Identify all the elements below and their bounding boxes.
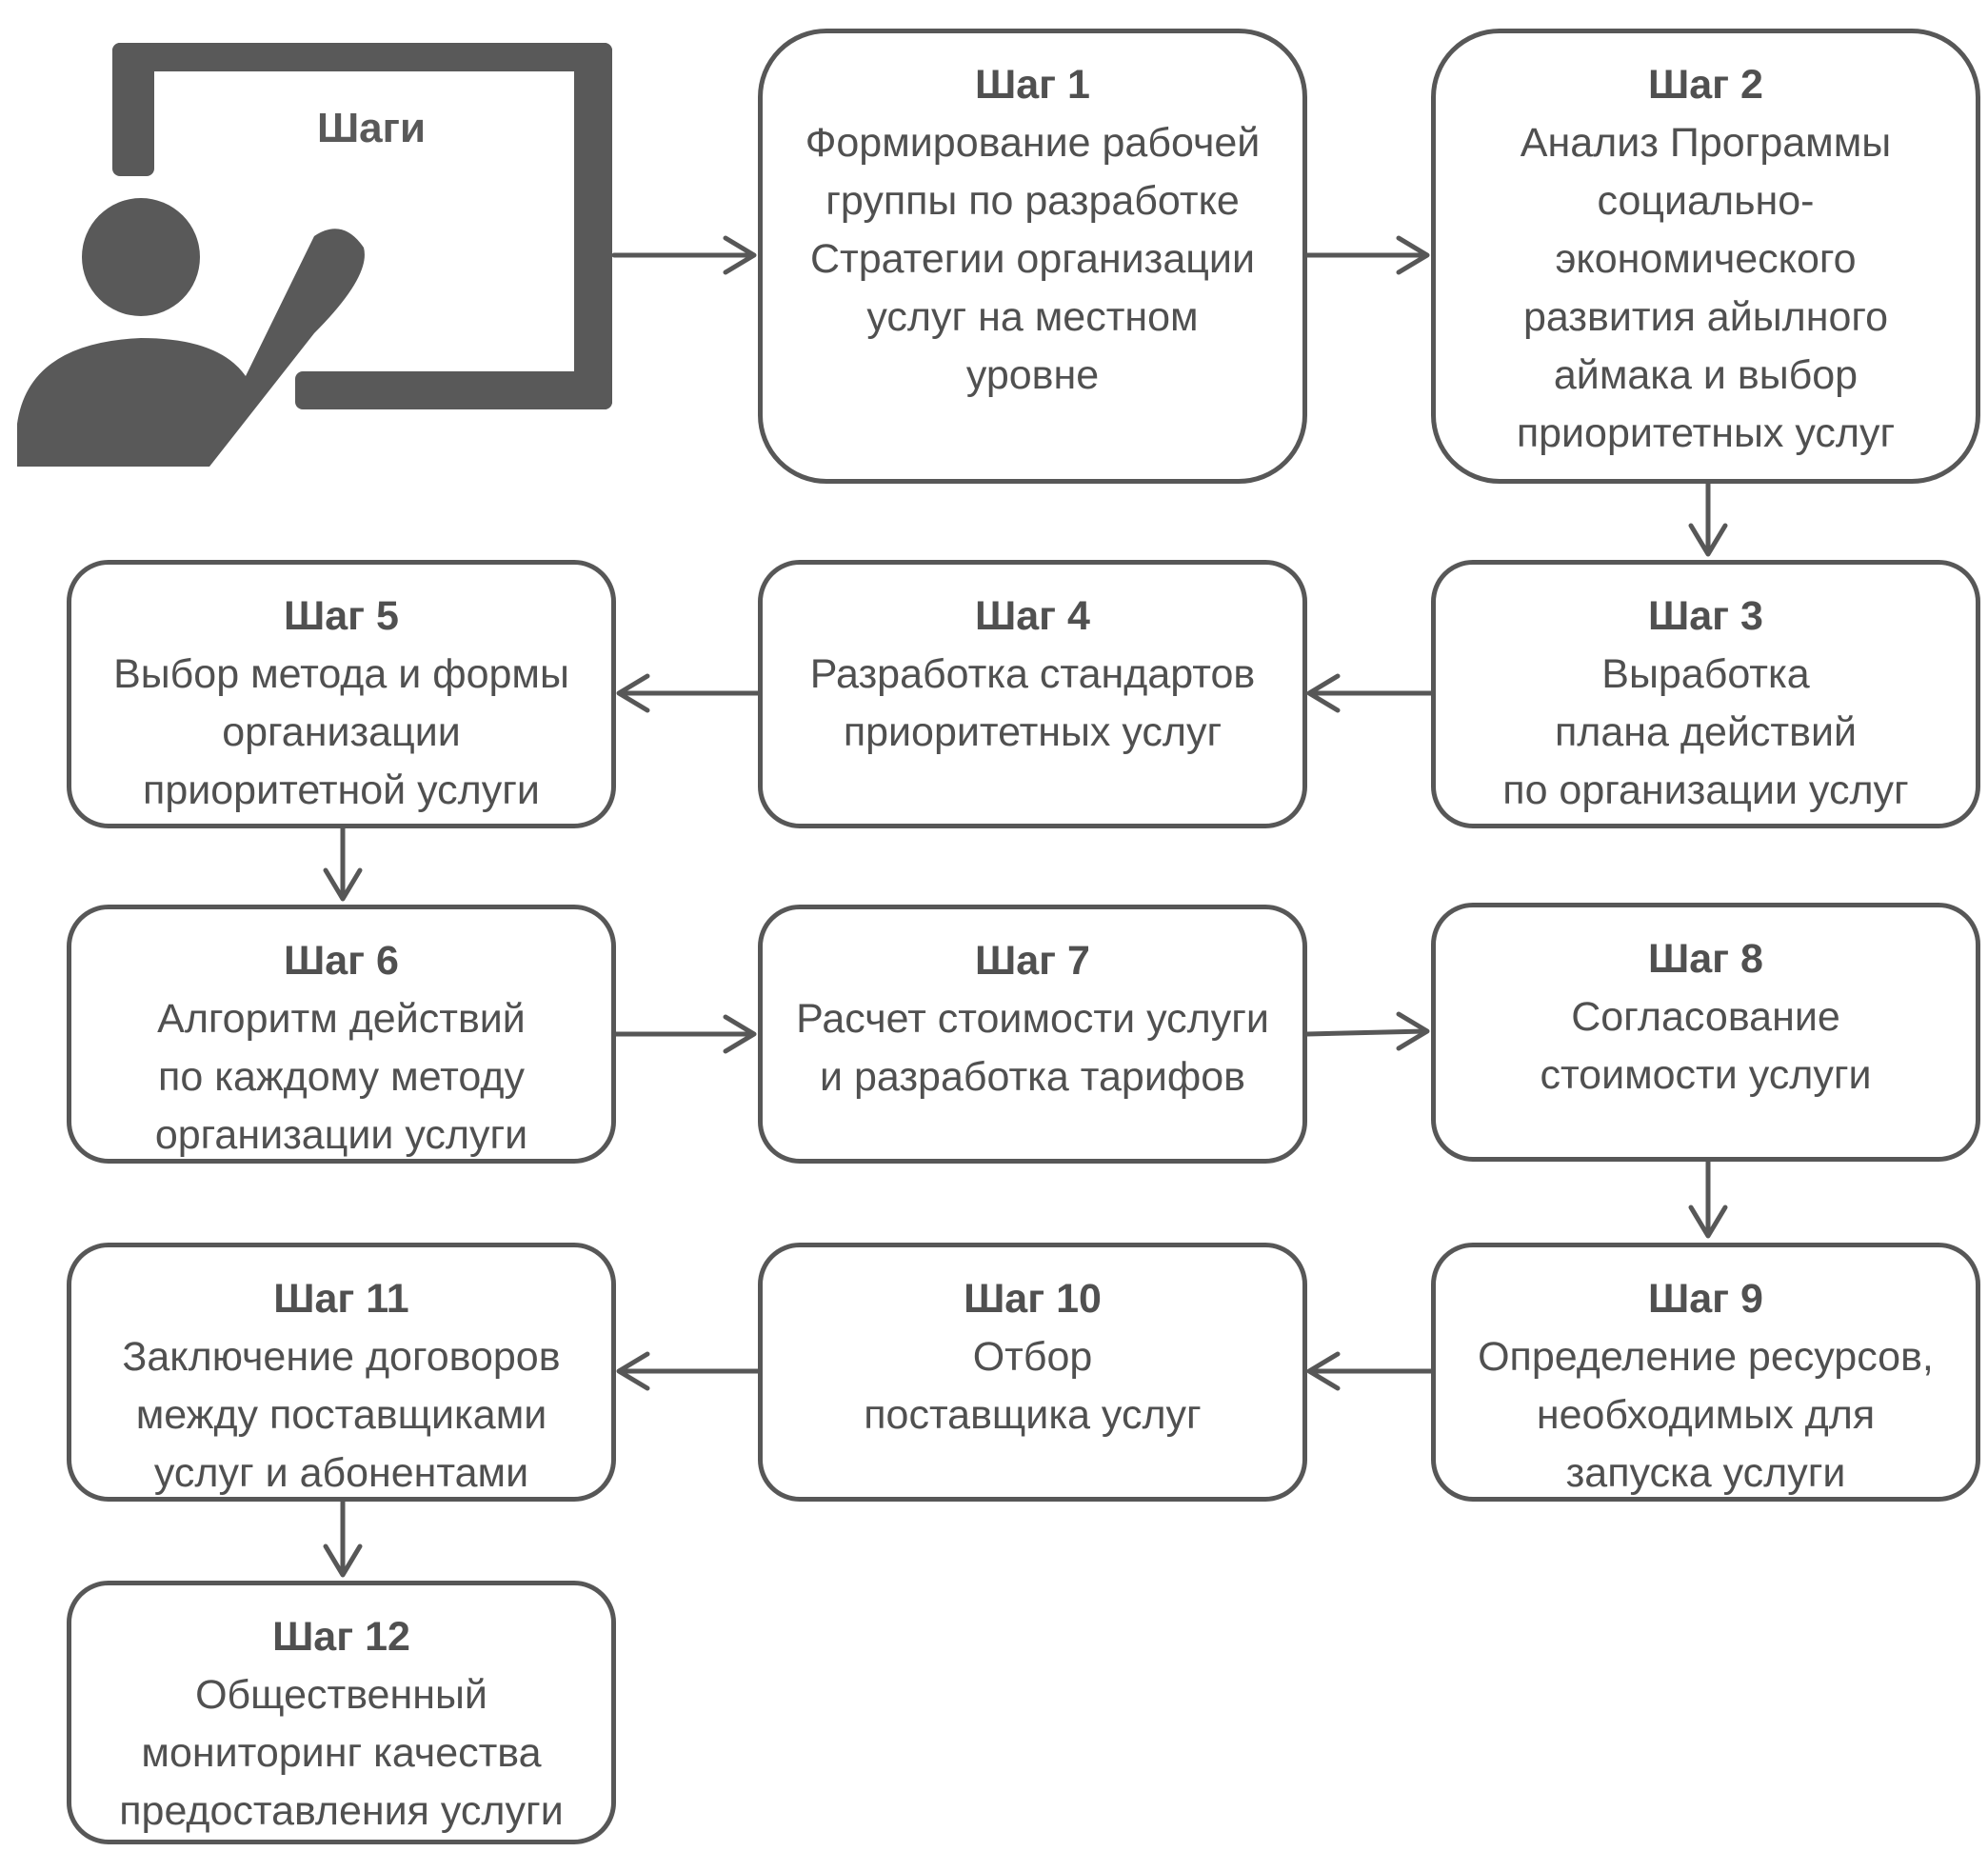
arrowhead-step-6 <box>323 867 363 902</box>
step-3-text: Выработка плана действий по организации … <box>1502 651 1909 813</box>
step-6-box: Шаг 6 Алгоритм действий по каждому метод… <box>67 905 616 1164</box>
step-6-text: Алгоритм действий по каждому методу орга… <box>154 996 528 1158</box>
step-5-title: Шаг 5 <box>284 593 399 639</box>
step-1-box: Шаг 1 Формирование рабочей группы по раз… <box>758 29 1307 484</box>
step-10-box: Шаг 10 Отбор поставщика услуг <box>758 1243 1307 1502</box>
step-7-text: Расчет стоимости услуги и разработка тар… <box>796 996 1269 1100</box>
step-1-text: Формирование рабочей группы по разработк… <box>805 120 1261 398</box>
step-8-title: Шаг 8 <box>1648 936 1763 982</box>
step-9-title: Шаг 9 <box>1648 1276 1763 1322</box>
arrowhead-step-9 <box>1688 1205 1728 1239</box>
arrowhead-step-8 <box>1396 1011 1430 1051</box>
arrowhead-step-4 <box>1306 673 1341 713</box>
arrowhead-step-1 <box>723 235 757 275</box>
step-5-box: Шаг 5 Выбор метода и формы организации п… <box>67 560 616 828</box>
step-3-title: Шаг 3 <box>1648 593 1763 639</box>
step-11-text: Заключение договоров между поставщиками … <box>122 1334 561 1496</box>
step-10-text: Отбор поставщика услуг <box>864 1334 1202 1438</box>
step-7-box: Шаг 7 Расчет стоимости услуги и разработ… <box>758 905 1307 1164</box>
step-7-title: Шаг 7 <box>975 938 1090 984</box>
step-9-box: Шаг 9 Определение ресурсов, необходимых … <box>1431 1243 1980 1502</box>
board-label: Шаги <box>316 105 427 151</box>
step-4-box: Шаг 4 Разработка стандартов приоритетных… <box>758 560 1307 828</box>
step-12-box: Шаг 12 Общественный мониторинг качества … <box>67 1581 616 1844</box>
step-12-title: Шаг 12 <box>272 1614 410 1660</box>
arrowhead-step-10 <box>1306 1351 1341 1391</box>
arrowhead-step-3 <box>1688 523 1728 557</box>
step-11-box: Шаг 11 Заключение договоров между постав… <box>67 1243 616 1502</box>
arrowhead-step-11 <box>616 1351 650 1391</box>
step-1-title: Шаг 1 <box>975 62 1090 108</box>
step-4-title: Шаг 4 <box>975 593 1090 639</box>
step-2-box: Шаг 2 Анализ Программы социально- эконом… <box>1431 29 1980 484</box>
step-9-text: Определение ресурсов, необходимых для за… <box>1478 1334 1934 1496</box>
arrow-step-7-to-8 <box>1304 1028 1428 1037</box>
arrowhead-step-7 <box>723 1014 757 1054</box>
step-11-title: Шаг 11 <box>273 1276 409 1322</box>
step-5-text: Выбор метода и формы организации приорит… <box>113 651 569 813</box>
step-8-text: Согласование стоимости услуги <box>1540 994 1872 1098</box>
teacher-at-board-icon <box>17 43 612 467</box>
step-6-title: Шаг 6 <box>284 938 399 984</box>
arrowhead-step-2 <box>1396 235 1430 275</box>
step-12-text: Общественный мониторинг качества предост… <box>119 1672 564 1834</box>
arrowhead-step-5 <box>616 673 650 713</box>
step-2-title: Шаг 2 <box>1648 62 1763 108</box>
step-4-text: Разработка стандартов приоритетных услуг <box>809 651 1256 755</box>
step-8-box: Шаг 8 Согласование стоимости услуги <box>1431 903 1980 1162</box>
step-10-title: Шаг 10 <box>964 1276 1102 1322</box>
arrowhead-step-12 <box>323 1543 363 1578</box>
step-3-box: Шаг 3 Выработка плана действий по органи… <box>1431 560 1980 828</box>
step-2-text: Анализ Программы социально- экономическо… <box>1516 120 1896 456</box>
